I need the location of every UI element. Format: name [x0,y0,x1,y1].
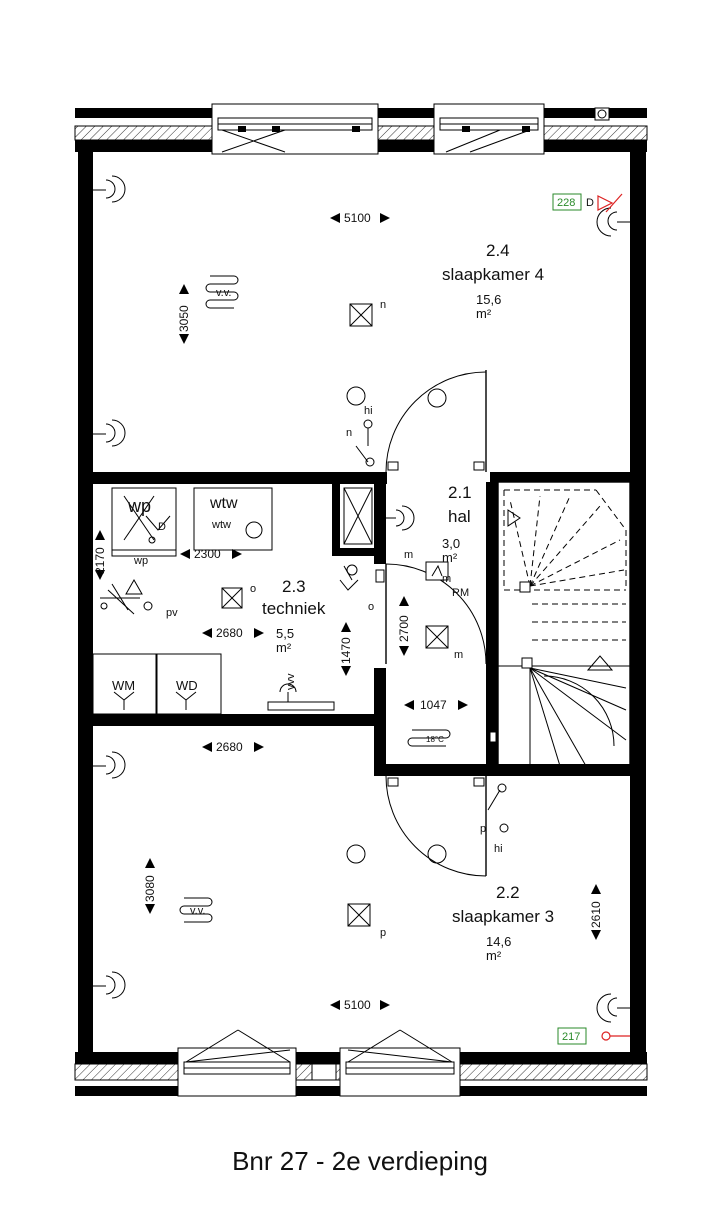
wall-socket-top-right [596,207,630,237]
label-p-bottom2: p [380,927,386,939]
label-m-ceiling: m [454,649,463,661]
window-top-right [433,103,545,155]
walls [78,140,646,1064]
room-number-techniek: 2.3 [282,577,306,596]
dim-arrows [95,213,601,1010]
room-name-slaapkamer4: slaapkamer 4 [442,265,544,284]
wp-unit [111,487,177,557]
room-number-slaapkamer3: 2.2 [496,883,520,902]
dim-bottom-right-height: 2610 [589,901,603,928]
dim-hal-height: 2700 [397,615,411,642]
badge-top: 228 [557,197,575,209]
label-wd: WD [176,678,198,693]
hal-switch-box [425,561,449,581]
wd-cabinet [156,653,222,715]
label-n-top: n [380,299,386,311]
dim-tech-mid: 1470 [339,637,353,664]
room-unit-slaapkamer4: m² [476,306,492,321]
badge-top-icon [552,193,623,213]
dim-top-width: 5100 [344,211,371,225]
room-area-slaapkamer3: 14,6 [486,934,511,949]
window-bottom-right [311,1029,461,1097]
label-rm: RM [452,587,469,599]
dim-bottom-height: 3080 [143,875,157,902]
label-p-bottom: p [480,823,486,835]
badge-bottom-icon [557,1027,630,1045]
door-slaapkamer3 [385,775,487,877]
room-area-slaapkamer4: 15,6 [476,292,501,307]
label-d-top: D [586,197,594,209]
ceiling-light-techniek [221,587,243,609]
room-area-hal: 3,0 [442,536,460,551]
label-o-tech: o [250,583,256,595]
staircase [498,489,630,767]
label-hi-bottom: hi [494,843,503,855]
label-vv-top: v.v. [216,287,231,299]
label-wtw: wtw [209,495,238,512]
badge-bottom: 217 [562,1031,580,1043]
wall-socket-top-left-1 [93,175,126,203]
dim-tech-width: 2680 [216,626,243,640]
ceiling-light-hal [425,625,449,649]
room-name-techniek: techniek [262,599,326,618]
ceiling-light-bottom [347,903,371,927]
dim-bottom-width: 5100 [344,998,371,1012]
room-name-hal: hal [448,507,471,526]
label-m-hal2: m [442,573,451,585]
radiator-hal [407,729,497,747]
label-d-wp: D [158,521,166,533]
label-o-tech2: o [368,601,374,613]
light-point-bottom [346,783,509,864]
wm-cabinet [92,653,157,715]
label-n-switch: n [346,427,352,439]
wall-socket-bottom-left-2 [93,971,126,999]
label-m-hal: m [404,549,413,561]
room-name-slaapkamer3: slaapkamer 3 [452,907,554,926]
dim-top-height: 3050 [177,305,191,332]
light-point-top [346,386,447,446]
label-thermostat: 18°C [426,735,444,744]
techniek-switch [339,564,359,591]
room-number-hal: 2.1 [448,483,472,502]
caption: Bnr 27 - 2e verdieping [232,1146,488,1176]
wall-socket-bottom-right [596,993,630,1023]
wall-socket-top-left-2 [93,419,126,447]
shelf-unit [267,683,335,711]
label-hi-top: hi [364,405,373,417]
wall-socket-bottom-left-1 [93,751,126,779]
label-vvv: vvv [285,673,297,690]
label-wm: WM [112,678,135,693]
room-unit-techniek: m² [276,640,292,655]
shaft [343,487,373,545]
label-wtw-small: wtw [211,519,231,531]
ceiling-light-top [349,303,373,327]
wtw-unit [193,487,273,551]
wp-connection [100,578,153,615]
door-techniek [375,563,487,665]
label-pv: pv [166,607,178,619]
window-top-left [211,103,379,155]
dim-hal-width: 1047 [420,698,447,712]
dim-tech-wp-width: 2300 [194,547,221,561]
room-area-techniek: 5,5 [276,626,294,641]
radiator-bottom [179,897,213,923]
label-wp: wp [127,496,151,516]
switch-top [355,445,375,467]
window-bottom-left [177,1029,297,1097]
radiator-top [205,275,239,309]
dim-bottom-width-top: 2680 [216,740,243,754]
dim-tech-height: 2170 [93,547,107,574]
vent-icon [594,107,610,121]
hal-socket [386,505,415,531]
door-slaapkamer4 [385,370,487,473]
label-vv-bottom: v.v. [190,905,205,917]
label-wp-small: wp [133,555,148,567]
room-number-slaapkamer4: 2.4 [486,241,510,260]
room-unit-slaapkamer3: m² [486,948,502,963]
room-unit-hal: m² [442,550,458,565]
